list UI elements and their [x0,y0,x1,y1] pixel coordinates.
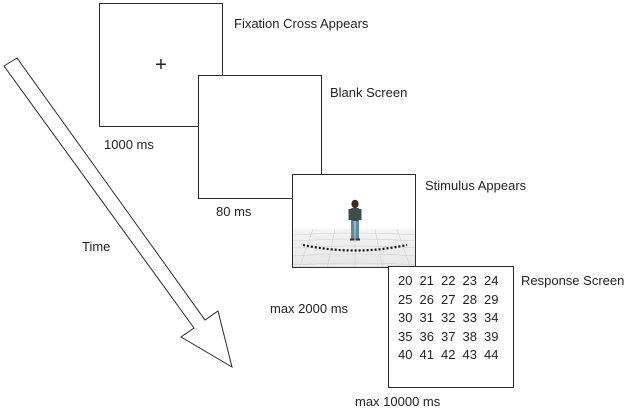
grid-cell[interactable]: 42 [441,347,456,362]
grid-cell[interactable]: 20 [398,273,413,288]
grid-cell[interactable]: 35 [398,328,413,344]
grid-cell[interactable]: 25 [398,291,413,307]
time-arrow-shape [3,57,233,369]
grid-cell[interactable]: 28 [462,291,477,307]
blank-duration: 80 ms [216,204,252,219]
grid-cell[interactable]: 26 [419,291,434,307]
grid-cell[interactable]: 37 [441,328,456,344]
grid-row: 35 36 37 38 39 [398,328,506,347]
grid-cell[interactable]: 43 [462,347,477,362]
human-figure-icon [348,199,362,241]
grid-cell[interactable]: 32 [441,310,456,325]
stimulus-label: Stimulus Appears [425,178,527,193]
fixation-label: Fixation Cross Appears [234,16,369,31]
grid-cell[interactable]: 40 [398,347,413,362]
stimulus-duration: max 2000 ms [270,301,349,316]
grid-cell[interactable]: 30 [398,310,413,325]
grid-row: 20 21 22 23 24 [398,272,506,291]
response-duration: max 10000 ms [355,394,441,409]
grid-cell[interactable]: 21 [419,273,434,288]
grid-row: 40 41 42 43 44 [398,346,506,365]
grid-cell[interactable]: 31 [419,310,434,325]
grid-cell[interactable]: 33 [462,310,477,325]
grid-cell[interactable]: 44 [484,347,499,362]
grid-cell[interactable]: 23 [462,273,477,288]
fixation-duration: 1000 ms [104,137,154,152]
stimulus-dot-arc [302,243,408,252]
grid-cell[interactable]: 39 [484,328,499,344]
grid-cell[interactable]: 27 [441,291,456,307]
stimulus-screen [292,174,416,268]
stimulus-image [293,175,415,267]
blank-label: Blank Screen [330,85,408,100]
grid-row: 25 26 27 28 29 [398,291,506,310]
response-label: Response Screen [521,273,625,288]
grid-row: 30 31 32 33 34 [398,309,506,328]
time-label: Time [82,239,111,254]
grid-cell[interactable]: 24 [484,273,499,288]
grid-cell[interactable]: 34 [484,310,499,325]
fixation-cross-icon: + [155,53,167,76]
grid-cell[interactable]: 29 [484,291,499,307]
grid-cell[interactable]: 41 [419,347,434,362]
grid-cell[interactable]: 36 [419,328,434,344]
grid-cell[interactable]: 22 [441,273,456,288]
grid-cell[interactable]: 38 [462,328,477,344]
